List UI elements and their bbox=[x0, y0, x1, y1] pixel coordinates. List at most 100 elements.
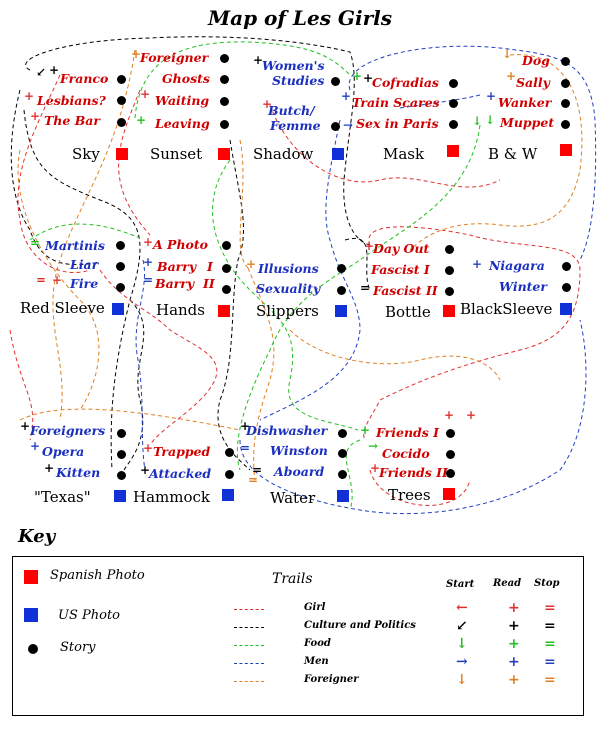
story-winter[interactable]: Winter bbox=[499, 279, 547, 294]
story-dot[interactable] bbox=[449, 120, 458, 129]
spanish-photo-square[interactable] bbox=[218, 148, 230, 160]
node-label-shadow[interactable]: Shadow bbox=[253, 145, 314, 163]
story-dot[interactable] bbox=[222, 241, 231, 250]
story-fire[interactable]: Fire bbox=[70, 276, 99, 291]
us-photo-square[interactable] bbox=[335, 305, 347, 317]
story-dot[interactable] bbox=[117, 75, 126, 84]
story-barry-1[interactable]: Barry bbox=[157, 259, 197, 274]
story-friends-2[interactable]: Friends II bbox=[379, 465, 448, 480]
story-dot[interactable] bbox=[116, 262, 125, 271]
story-dot[interactable] bbox=[446, 450, 455, 459]
story-dot[interactable] bbox=[562, 262, 571, 271]
story-foreigner[interactable]: Foreigner bbox=[140, 50, 209, 65]
story-cofradias[interactable]: Cofradias bbox=[372, 75, 439, 90]
node-label-mask[interactable]: Mask bbox=[383, 145, 425, 163]
story-dot[interactable] bbox=[337, 264, 346, 273]
story-dot[interactable] bbox=[117, 450, 126, 459]
story-dot[interactable] bbox=[225, 448, 234, 457]
story-niagara[interactable]: Niagara bbox=[489, 258, 545, 273]
node-label-hammock[interactable]: Hammock bbox=[133, 488, 210, 506]
story-dot[interactable] bbox=[449, 99, 458, 108]
story-dot[interactable] bbox=[116, 241, 125, 250]
story-dot[interactable] bbox=[561, 57, 570, 66]
story-dishwasher[interactable]: Dishwasher bbox=[246, 423, 328, 438]
us-photo-square[interactable] bbox=[112, 303, 124, 315]
node-label-bottle[interactable]: Bottle bbox=[385, 303, 431, 321]
story-dot[interactable] bbox=[449, 79, 458, 88]
story-dot[interactable] bbox=[117, 471, 126, 480]
story-liar[interactable]: Liar bbox=[70, 257, 99, 272]
story-dot[interactable] bbox=[331, 77, 340, 86]
node-label-hands[interactable]: Hands bbox=[156, 301, 205, 319]
node-label-texas[interactable]: "Texas" bbox=[34, 488, 91, 506]
story-wanker[interactable]: Wanker bbox=[498, 95, 552, 110]
story-leaving[interactable]: Leaving bbox=[155, 116, 210, 131]
story-cocido[interactable]: Cocido bbox=[382, 446, 430, 461]
story-dot[interactable] bbox=[337, 286, 346, 295]
story-muppet[interactable]: Muppet bbox=[500, 115, 555, 130]
story-dot[interactable] bbox=[446, 429, 455, 438]
story-womens[interactable]: Women's bbox=[262, 58, 325, 73]
story-dot[interactable] bbox=[445, 266, 454, 275]
story-day-out[interactable]: Day Out bbox=[373, 241, 430, 256]
story-franco[interactable]: Franco bbox=[60, 71, 109, 86]
node-label-sunset[interactable]: Sunset bbox=[150, 145, 203, 163]
story-winston[interactable]: Winston bbox=[270, 443, 328, 458]
spanish-photo-square[interactable] bbox=[443, 488, 455, 500]
story-martinis[interactable]: Martinis bbox=[45, 238, 105, 253]
story-opera[interactable]: Opera bbox=[42, 444, 85, 459]
story-waiting[interactable]: Waiting bbox=[155, 93, 210, 108]
story-dot[interactable] bbox=[561, 79, 570, 88]
spanish-photo-square[interactable] bbox=[447, 145, 459, 157]
story-dot[interactable] bbox=[446, 469, 455, 478]
story-dot[interactable] bbox=[220, 97, 229, 106]
story-fascist-2[interactable]: Fascist II bbox=[373, 283, 438, 298]
story-kitten[interactable]: Kitten bbox=[56, 465, 101, 480]
node-label-red-sleeve[interactable]: Red Sleeve bbox=[20, 299, 105, 317]
story-dot[interactable] bbox=[222, 285, 231, 294]
story-barry-2[interactable]: Barry bbox=[155, 276, 195, 291]
story-dot[interactable] bbox=[562, 283, 571, 292]
spanish-photo-square[interactable] bbox=[116, 148, 128, 160]
story-dot[interactable] bbox=[222, 264, 231, 273]
story-barry-1-num[interactable]: I bbox=[207, 259, 213, 274]
node-label-trees[interactable]: Trees bbox=[388, 486, 431, 504]
story-sex-in-paris[interactable]: Sex in Paris bbox=[356, 116, 439, 131]
story-barry-2-num[interactable]: II bbox=[203, 276, 215, 291]
story-dog[interactable]: Dog bbox=[522, 53, 550, 68]
story-dot[interactable] bbox=[220, 75, 229, 84]
node-label-blacksleeve[interactable]: BlackSleeve bbox=[460, 300, 553, 318]
story-dot[interactable] bbox=[445, 287, 454, 296]
story-sally[interactable]: Sally bbox=[516, 75, 550, 90]
us-photo-square[interactable] bbox=[222, 489, 234, 501]
story-dot[interactable] bbox=[445, 245, 454, 254]
us-photo-square[interactable] bbox=[114, 490, 126, 502]
story-dot[interactable] bbox=[117, 429, 126, 438]
story-dot[interactable] bbox=[220, 120, 229, 129]
us-photo-square[interactable] bbox=[332, 148, 344, 160]
story-lesbians[interactable]: Lesbians? bbox=[37, 93, 106, 108]
story-femme[interactable]: Femme bbox=[270, 118, 321, 133]
node-label-sky[interactable]: Sky bbox=[72, 145, 100, 163]
us-photo-square[interactable] bbox=[560, 303, 572, 315]
spanish-photo-square[interactable] bbox=[560, 144, 572, 156]
story-dot[interactable] bbox=[225, 470, 234, 479]
story-sexuality[interactable]: Sexuality bbox=[256, 281, 321, 296]
story-friends-1[interactable]: Friends I bbox=[376, 425, 440, 440]
story-dot[interactable] bbox=[561, 99, 570, 108]
story-illusions[interactable]: Illusions bbox=[258, 261, 319, 276]
node-label-bw[interactable]: B & W bbox=[488, 145, 538, 163]
story-dot[interactable] bbox=[117, 96, 126, 105]
story-aboard[interactable]: Aboard bbox=[274, 464, 325, 479]
story-the-bar[interactable]: The Bar bbox=[44, 113, 100, 128]
story-fascist-1[interactable]: Fascist I bbox=[371, 262, 430, 277]
story-dot[interactable] bbox=[338, 449, 347, 458]
story-attacked[interactable]: Attacked bbox=[149, 466, 212, 481]
story-trapped[interactable]: Trapped bbox=[153, 444, 211, 459]
node-label-water[interactable]: Water bbox=[270, 489, 316, 507]
spanish-photo-square[interactable] bbox=[218, 305, 230, 317]
story-dot[interactable] bbox=[561, 120, 570, 129]
story-butch[interactable]: Butch/ bbox=[268, 103, 315, 118]
story-ghosts[interactable]: Ghosts bbox=[162, 71, 210, 86]
story-dot[interactable] bbox=[220, 54, 229, 63]
